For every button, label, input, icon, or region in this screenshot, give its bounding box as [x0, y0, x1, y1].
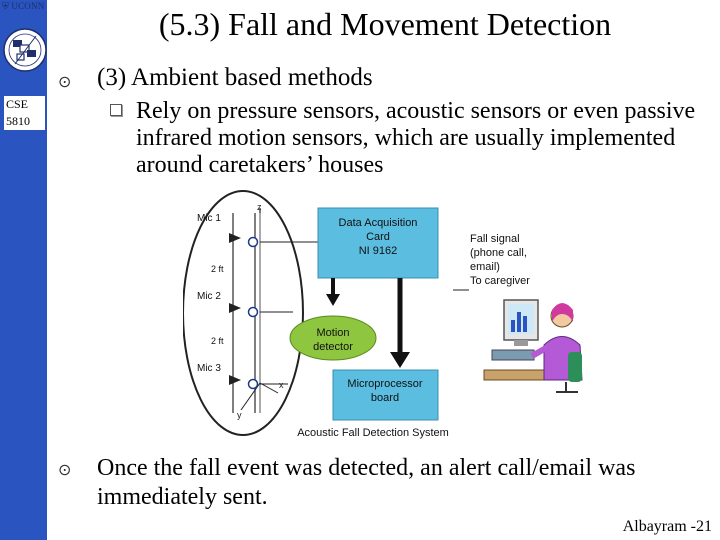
motion-detector-shape — [289, 315, 377, 361]
daq-line1: Data Acquisition — [339, 217, 418, 229]
fall-signal-line1: Fall signal — [470, 233, 520, 245]
bullet-icon: ⊙ — [58, 460, 72, 479]
axis-z-label: z — [257, 202, 262, 212]
motion-line2: detector — [313, 341, 353, 353]
university-brand: ⛨ UCONN — [2, 1, 45, 11]
fall-signal-block: Fall signal (phone call, email) To careg… — [470, 232, 530, 288]
daq-line2: Card — [366, 231, 390, 243]
diagram-caption: Acoustic Fall Detection System — [297, 427, 449, 439]
sidebar — [0, 0, 47, 540]
mic3-icon — [247, 378, 259, 390]
micro-line2: board — [371, 392, 399, 404]
axis-y-label: y — [237, 410, 242, 420]
course-number: 5810 — [6, 114, 30, 128]
bullet-icon: ⊙ — [58, 72, 72, 91]
microprocessor-box — [332, 369, 439, 421]
fall-signal-line3: email) — [470, 261, 500, 273]
slide-title: (5.3) Fall and Movement Detection — [158, 6, 612, 42]
daq-line3: NI 9162 — [359, 245, 398, 257]
bullet-ambient-methods: (3) Ambient based methods — [97, 64, 373, 91]
course-prefix: CSE — [6, 97, 29, 111]
fall-signal-line2: (phone call, — [470, 247, 527, 259]
micro-line1: Microprocessor — [347, 378, 423, 390]
spacing-label-1: 2 ft — [211, 264, 224, 274]
mic1-label: Mic 1 — [197, 213, 221, 224]
mic2-icon — [247, 306, 259, 318]
motion-line1: Motion — [316, 327, 349, 339]
caregiver-computer-clipart — [483, 299, 583, 393]
brand-text: UCONN — [11, 1, 45, 11]
daq-card-box — [317, 207, 439, 279]
slide-footer: Albayram -21 — [622, 518, 712, 535]
spacing-label-2: 2 ft — [211, 336, 224, 346]
checkbox-bullet-icon — [110, 104, 122, 116]
mic2-label: Mic 2 — [197, 291, 221, 302]
sub-bullet-sensors: Rely on pressure sensors, acoustic senso… — [136, 98, 696, 178]
fall-signal-line4: To caregiver — [470, 275, 530, 287]
course-code: CSE 5810 — [4, 96, 45, 130]
bullet-alert-sent: Once the fall event was detected, an ale… — [97, 455, 636, 510]
acoustic-fall-detection-diagram: z x y Mic 1 2 ft Mic 2 2 ft Mic 3 Data A… — [183, 188, 473, 442]
axis-x-label: x — [279, 380, 284, 390]
university-seal-logo — [3, 28, 47, 72]
mic3-label: Mic 3 — [197, 363, 221, 374]
mic1-icon — [247, 236, 259, 248]
